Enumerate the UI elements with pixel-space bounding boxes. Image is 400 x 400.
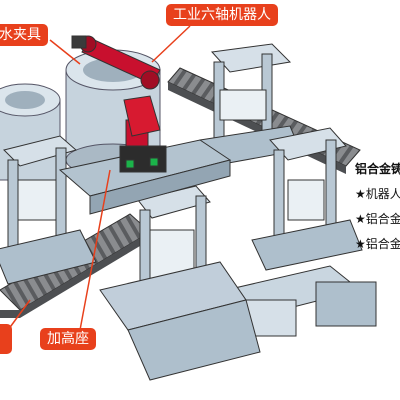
- callout-base-label: 加高座: [40, 328, 96, 350]
- callout-robot-label: 工业六轴机器人: [166, 4, 278, 26]
- info-panel: 铝合金铸 ★机器人 ★铝合金 ★铝合金: [355, 160, 400, 252]
- machine-top-right: [199, 43, 301, 167]
- machine-center: [99, 185, 261, 381]
- callout-gripper-label: 水夹具: [0, 24, 48, 46]
- callout-left-label: [0, 324, 12, 354]
- panel-item-1: ★机器人: [355, 187, 400, 201]
- machine-right: [251, 127, 363, 271]
- panel-item-2: ★铝合金: [355, 212, 400, 226]
- panel-title: 铝合金铸: [355, 162, 400, 176]
- callout-leaders: [7, 25, 191, 331]
- machine-left: [0, 135, 97, 285]
- panel-item-3: ★铝合金: [355, 237, 400, 251]
- industrial-robot: [71, 35, 167, 173]
